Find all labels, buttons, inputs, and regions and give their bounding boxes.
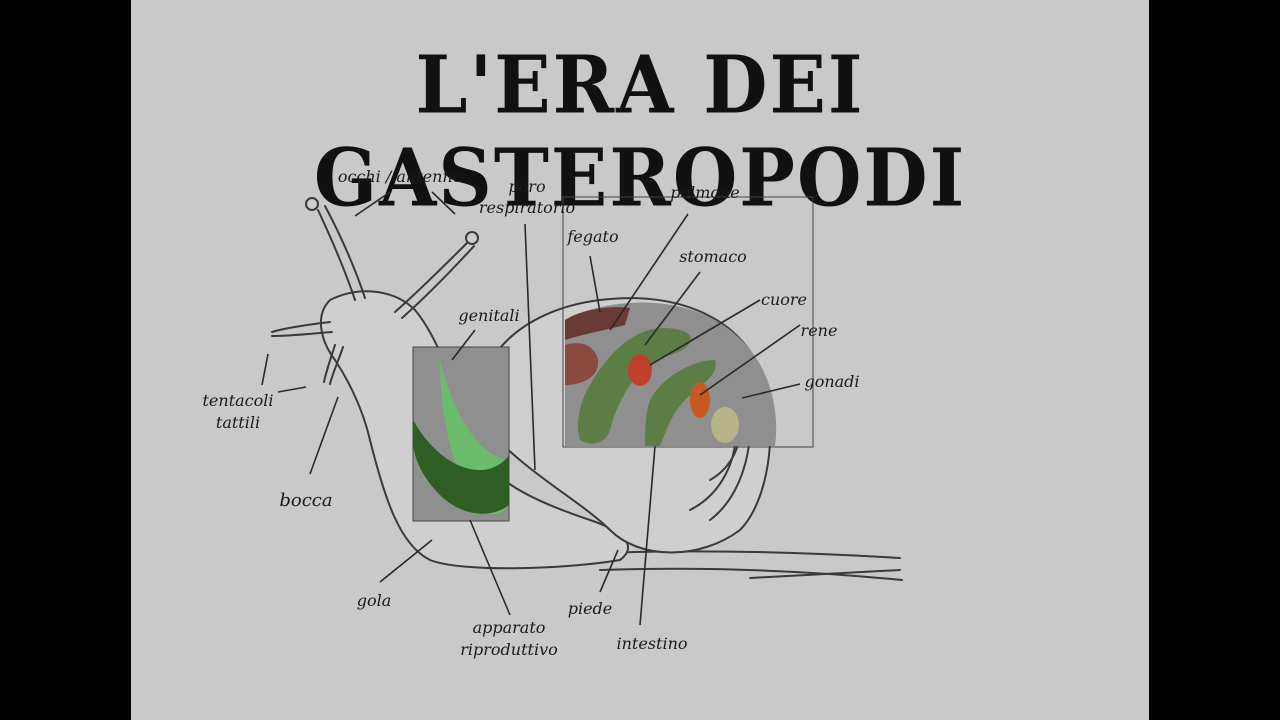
label-mouth: bocca <box>279 490 332 511</box>
label-throat: gola <box>357 591 392 610</box>
label-repro-line2: riproduttivo <box>460 640 557 659</box>
label-genitals: genitali <box>458 306 519 325</box>
label-foot: piede <box>568 599 613 618</box>
label-pore-line2: respiratorio <box>479 198 575 217</box>
label-gonads: gonadi <box>804 372 859 391</box>
label-liver: fegato <box>566 227 618 246</box>
label-eyes: occhi / antenne <box>338 167 462 186</box>
label-intestine: intestino <box>616 634 687 653</box>
label-stomach: stomaco <box>679 247 747 266</box>
label-kidney: rene <box>801 321 838 340</box>
touch-tentacles <box>272 322 343 384</box>
label-lung: polmone <box>670 183 740 202</box>
label-repro-line1: apparato <box>473 618 546 637</box>
label-tentacles-line2: tattili <box>216 413 260 432</box>
label-heart: cuore <box>761 290 807 309</box>
label-tentacles-line1: tentacoli <box>203 391 274 410</box>
genitals-inset <box>413 347 509 521</box>
label-pore-line1: poro <box>508 177 545 196</box>
